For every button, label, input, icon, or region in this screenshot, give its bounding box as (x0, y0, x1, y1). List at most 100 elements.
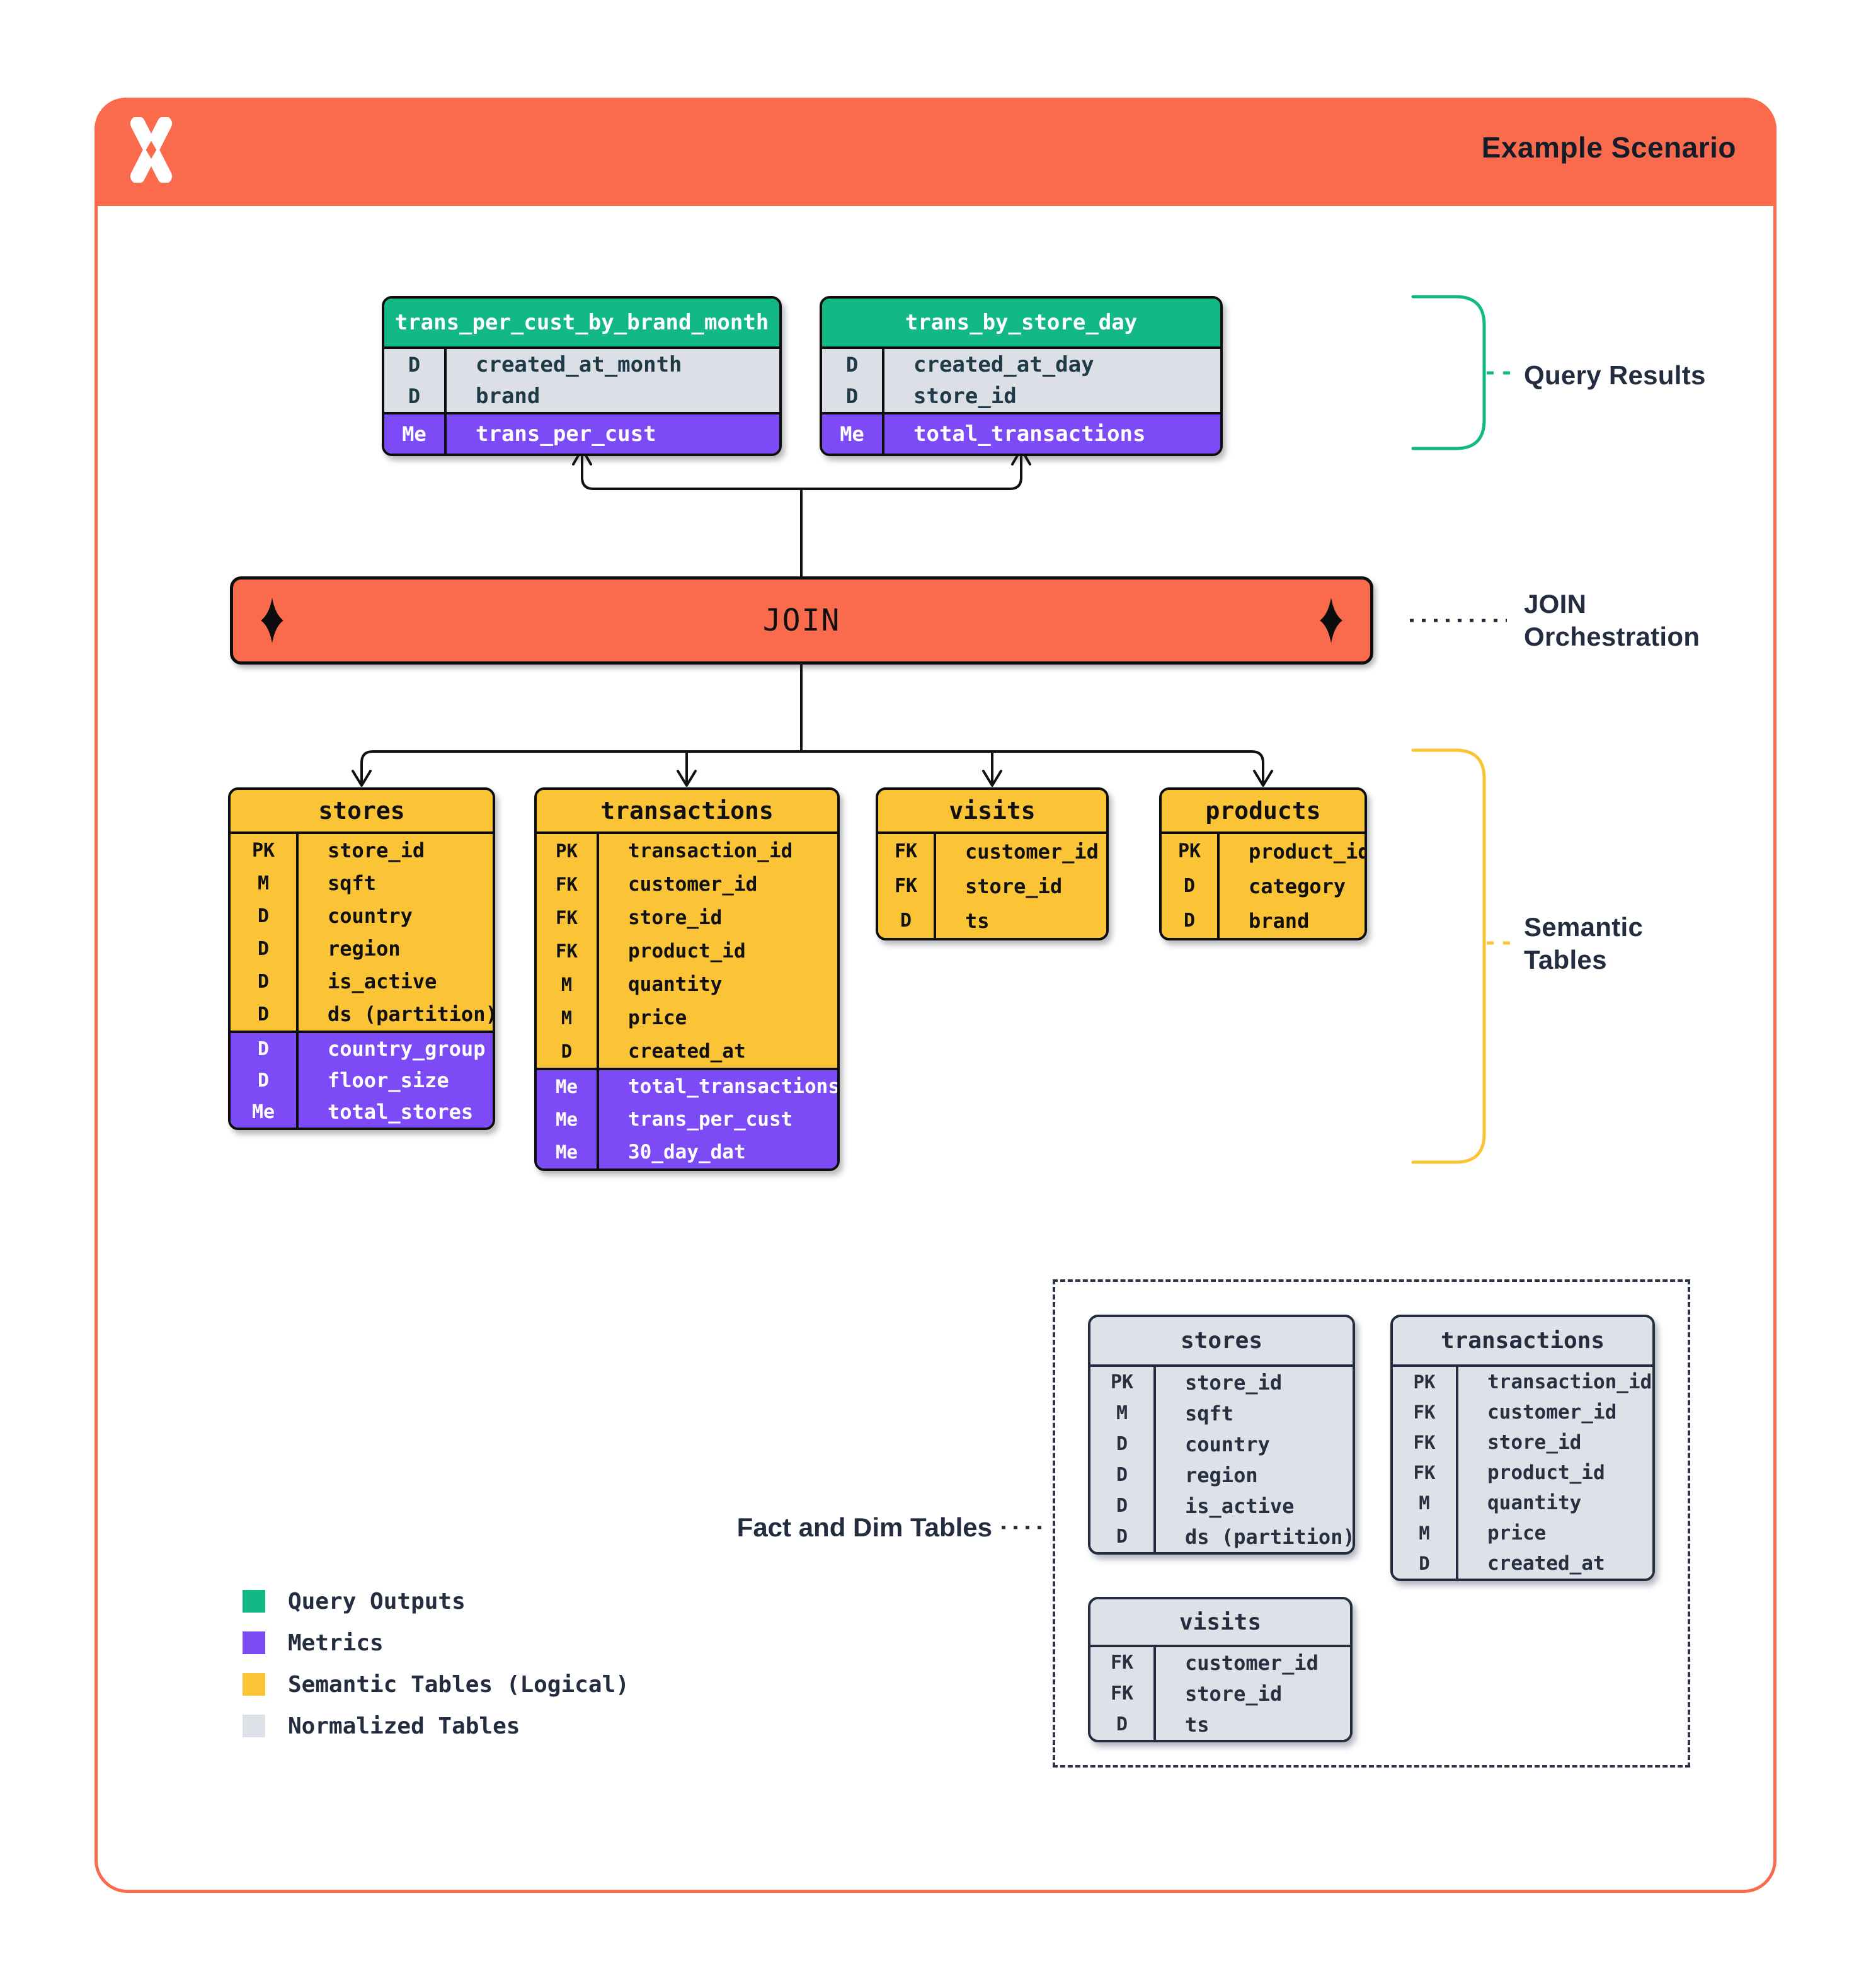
semantic-tables-label: Semantic Tables (1524, 912, 1644, 974)
row-key: M (1393, 1488, 1458, 1518)
table-title: trans_by_store_day (822, 299, 1220, 349)
page-title: Example Scenario (1481, 131, 1736, 164)
table-row: FK product_id (537, 934, 837, 968)
query-results-label: Query Results (1524, 360, 1706, 390)
join-bar: JOIN (230, 576, 1373, 665)
row-key: D (878, 903, 936, 938)
row-field: price (628, 1006, 687, 1029)
legend-swatch-icon (243, 1673, 265, 1696)
x-star-logo-icon (130, 117, 173, 183)
arrowhead-down-icon (1253, 770, 1273, 787)
row-key: D (231, 1033, 299, 1065)
row-key: D (1090, 1460, 1156, 1490)
row-key: FK (537, 934, 599, 968)
row-key: FK (537, 901, 599, 934)
row-key: FK (537, 867, 599, 901)
row-field: category (1249, 874, 1346, 898)
row-field: ts (1185, 1712, 1210, 1737)
row-key: D (384, 349, 447, 380)
row-field: is_active (1185, 1494, 1295, 1518)
row-key: M (1393, 1518, 1458, 1548)
fact-dim-box (1053, 1279, 1690, 1768)
row-field: sqft (1185, 1401, 1234, 1425)
legend-item: Semantic Tables (Logical) (243, 1672, 629, 1698)
row-key: M (537, 968, 599, 1001)
row-key: D (1090, 1429, 1156, 1460)
row-field: ts (965, 908, 990, 933)
row-field: customer_id (1487, 1401, 1617, 1424)
query-results-bracket (1411, 295, 1486, 450)
row-field: product_id (1249, 839, 1367, 864)
table-title: products (1162, 790, 1365, 834)
row-key: Me (537, 1136, 599, 1168)
legend-label: Normalized Tables (288, 1713, 520, 1739)
row-key: D (231, 900, 299, 932)
row-key: Me (537, 1070, 599, 1103)
row-key: PK (231, 834, 299, 867)
row-field: total_stores (328, 1100, 474, 1124)
row-field: transaction_id (1487, 1371, 1652, 1393)
row-key: FK (1090, 1647, 1156, 1678)
row-key: FK (1393, 1427, 1458, 1458)
row-key: D (822, 349, 884, 380)
row-field: created_at_day (913, 352, 1094, 377)
row-field: country_group (328, 1037, 486, 1061)
legend-swatch-icon (243, 1715, 265, 1737)
row-key: D (231, 965, 299, 998)
row-key: D (231, 932, 299, 965)
row-field: created_at_month (476, 352, 682, 377)
row-field: region (1185, 1463, 1258, 1487)
join-orchestration-label: JOIN Orchestration (1524, 589, 1700, 651)
row-field: ds (partition) (328, 1002, 495, 1026)
row-field: store_id (328, 838, 425, 862)
row-field: quantity (1487, 1492, 1582, 1514)
row-key: FK (1393, 1397, 1458, 1427)
row-field: product_id (628, 939, 746, 963)
row-key: FK (1393, 1458, 1458, 1488)
legend-swatch-icon (243, 1631, 265, 1654)
row-key: M (231, 867, 299, 900)
row-field: store_id (1185, 1681, 1283, 1706)
row-key: Me (231, 1096, 299, 1128)
row-field: brand (1249, 908, 1310, 933)
row-key: PK (1090, 1367, 1156, 1398)
row-field: quantity (628, 973, 723, 996)
row-field: customer_id (628, 872, 758, 896)
row-field: price (1487, 1522, 1547, 1545)
row-field: country (1185, 1432, 1270, 1456)
row-key: M (537, 1001, 599, 1034)
row-field: brand (476, 384, 541, 409)
fact-dim-label: Fact and Dim Tables (736, 1512, 992, 1542)
